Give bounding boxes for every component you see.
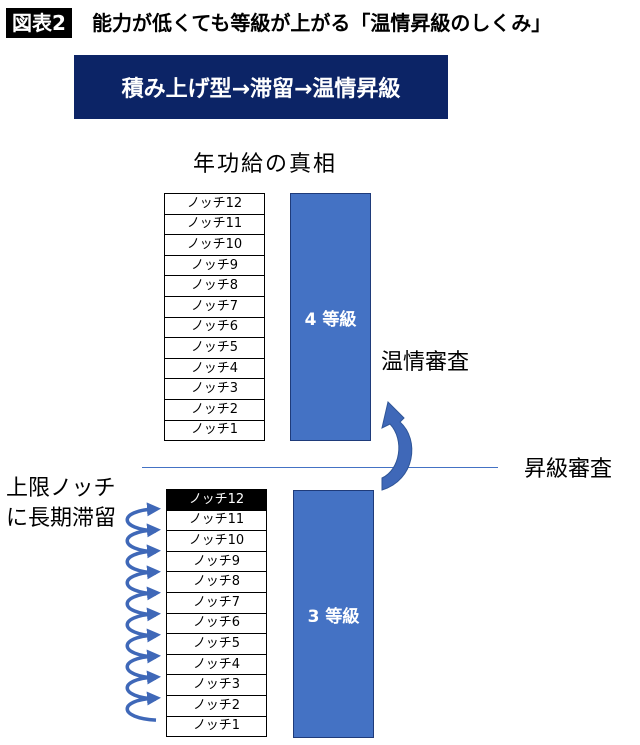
notch-row: ノッチ8 [164, 275, 265, 297]
notch-row: ノッチ3 [166, 674, 267, 696]
stagnation-loop-arrow-icon [125, 670, 161, 701]
stagnation-loop-arrow-icon [125, 586, 161, 617]
stagnation-loop-arrow-icon [125, 565, 161, 596]
notch-row: ノッチ4 [166, 653, 267, 676]
mercy-promotion-arrow-icon [381, 401, 413, 491]
upper-limit-label-line1: 上限ノッチ [6, 476, 116, 501]
stagnation-loop-arrow-icon [125, 628, 161, 659]
notch-cell: ノッチ6 [166, 612, 267, 635]
stagnation-loop-arrow-icon [125, 502, 161, 533]
notch-row: ノッチ10 [164, 234, 265, 256]
notch-cell: ノッチ1 [166, 715, 267, 738]
notch-cell: ノッチ12 [166, 489, 267, 511]
stagnation-loop-arrow-icon [125, 523, 161, 554]
notch-cell: ノッチ8 [164, 275, 265, 297]
notch-row: ノッチ1 [164, 419, 265, 442]
notch-cell: ノッチ10 [164, 234, 265, 256]
notch-cell: ノッチ1 [164, 419, 265, 442]
notch-row: ノッチ11 [166, 509, 267, 532]
notch-cell: ノッチ11 [166, 509, 267, 532]
grade-3-label: 3 等級 [307, 606, 360, 627]
section-title: 年功給の真相 [192, 152, 337, 177]
stagnation-loop-arrow-icon [125, 607, 161, 638]
notch-row: ノッチ3 [164, 378, 265, 400]
notch-row: ノッチ12 [166, 489, 267, 511]
grade-4-label: 4 等級 [304, 309, 357, 330]
figure-title: 能力が低くても等級が上がる「温情昇級のしくみ」 [92, 11, 552, 35]
grade-3-box: 3 等級 [293, 490, 374, 738]
promotion-review-label: 昇級審査 [524, 457, 613, 482]
notch-cell: ノッチ7 [164, 295, 265, 318]
notch-row: ノッチ7 [166, 591, 267, 614]
notch-cell: ノッチ8 [166, 571, 267, 593]
notch-cell: ノッチ12 [164, 193, 265, 215]
notch-row: ノッチ8 [166, 571, 267, 593]
notch-cell: ノッチ7 [166, 591, 267, 614]
stagnation-loop-arrow-icon [125, 691, 161, 722]
stagnation-loop-arrow-icon [125, 544, 161, 575]
notch-cell: ノッチ9 [166, 550, 267, 573]
banner-text: 積み上げ型→滞留→温情昇級 [121, 77, 401, 102]
notch-row: ノッチ12 [164, 193, 265, 215]
notch-cell: ノッチ3 [166, 674, 267, 696]
notch-row: ノッチ6 [166, 612, 267, 635]
mercy-review-label: 温情審査 [381, 350, 470, 375]
notch-row: ノッチ1 [166, 715, 267, 738]
notch-row: ノッチ5 [164, 337, 265, 359]
notch-row: ノッチ7 [164, 295, 265, 318]
notch-cell: ノッチ4 [166, 653, 267, 676]
notch-row: ノッチ9 [166, 550, 267, 573]
notch-cell: ノッチ5 [164, 337, 265, 359]
notch-row: ノッチ11 [164, 213, 265, 236]
notch-cell: ノッチ3 [164, 378, 265, 400]
banner: 積み上げ型→滞留→温情昇級 [74, 55, 448, 119]
figure-tag: 図表2 [6, 8, 72, 38]
stagnation-loop-arrow-icon [125, 649, 161, 680]
upper-limit-label-line2: に長期滞留 [6, 506, 117, 531]
notch-cell: ノッチ11 [164, 213, 265, 236]
grade-4-box: 4 等級 [290, 193, 371, 441]
grade-boundary-line [142, 467, 498, 468]
